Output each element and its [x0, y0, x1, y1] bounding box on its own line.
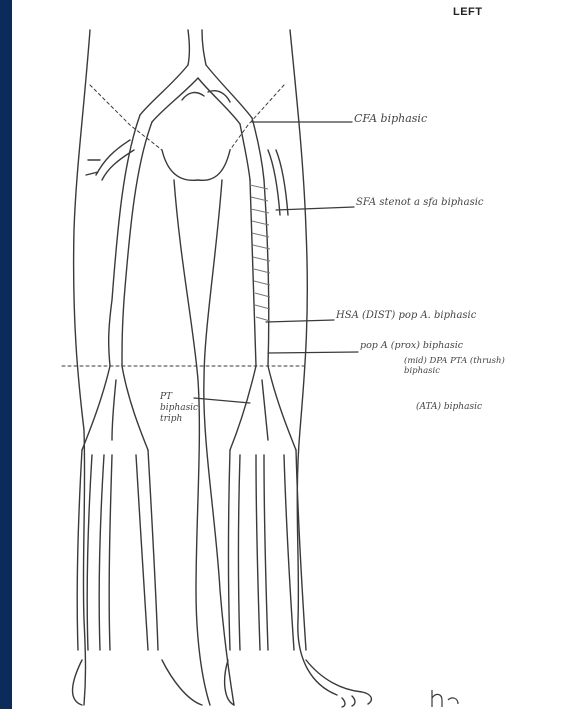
diagram-page: LEFT: [12, 0, 579, 709]
right-iliac-outer: [140, 65, 188, 115]
internal-iliac-branches: [182, 91, 230, 102]
annotation-initials: bn: [462, 690, 477, 704]
right-inner-thigh: [174, 180, 210, 705]
annotation-distal: HSA (DIST) pop A. biphasic: [336, 310, 476, 321]
left-posterior-tibial: [284, 450, 306, 650]
aorta-left-wall: [188, 30, 190, 65]
crotch-outline: [162, 150, 230, 180]
annotation-sfa: SFA stenot a sfa biphasic: [356, 197, 484, 208]
left-cfa-outer: [252, 118, 264, 180]
annotation-cfa: CFA biphasic: [354, 112, 427, 125]
left-iliac-inner: [198, 78, 240, 124]
left-anterior-tibial: [229, 450, 241, 650]
aorta-right-wall: [202, 30, 206, 65]
left-iliac-outer: [206, 65, 252, 118]
right-tibial-split: [82, 366, 148, 450]
leader-popa: [268, 352, 358, 353]
leg-arterial-diagram: [12, 0, 579, 709]
left-foot: [225, 660, 372, 707]
right-peroneal: [99, 455, 112, 650]
left-cfa-inner: [240, 124, 250, 180]
right-sfa-inner: [122, 122, 152, 366]
annotation-mid: (mid) DPA PTA (thrush) biphasic: [404, 356, 534, 376]
annotation-popa: pop A (prox) biphasic: [360, 340, 463, 351]
right-posterior-tibial: [136, 450, 158, 650]
annotation-right: PT biphasic triph: [160, 392, 200, 425]
leader-right: [194, 398, 250, 403]
left-sfa-inner: [250, 180, 256, 366]
right-iliac-inner: [152, 78, 198, 122]
leader-distal: [266, 320, 334, 322]
left-tibial-split: [230, 366, 296, 450]
right-groin-dash: [90, 85, 162, 150]
right-foot: [73, 660, 202, 705]
left-leg-outline: [290, 30, 337, 695]
left-pfa-branch: [268, 150, 288, 215]
left-peroneal: [256, 455, 268, 650]
annotation-atm: (ATA) biphasic: [416, 402, 482, 412]
initials-mark: [432, 690, 458, 707]
right-pfa-branch: [86, 140, 134, 180]
